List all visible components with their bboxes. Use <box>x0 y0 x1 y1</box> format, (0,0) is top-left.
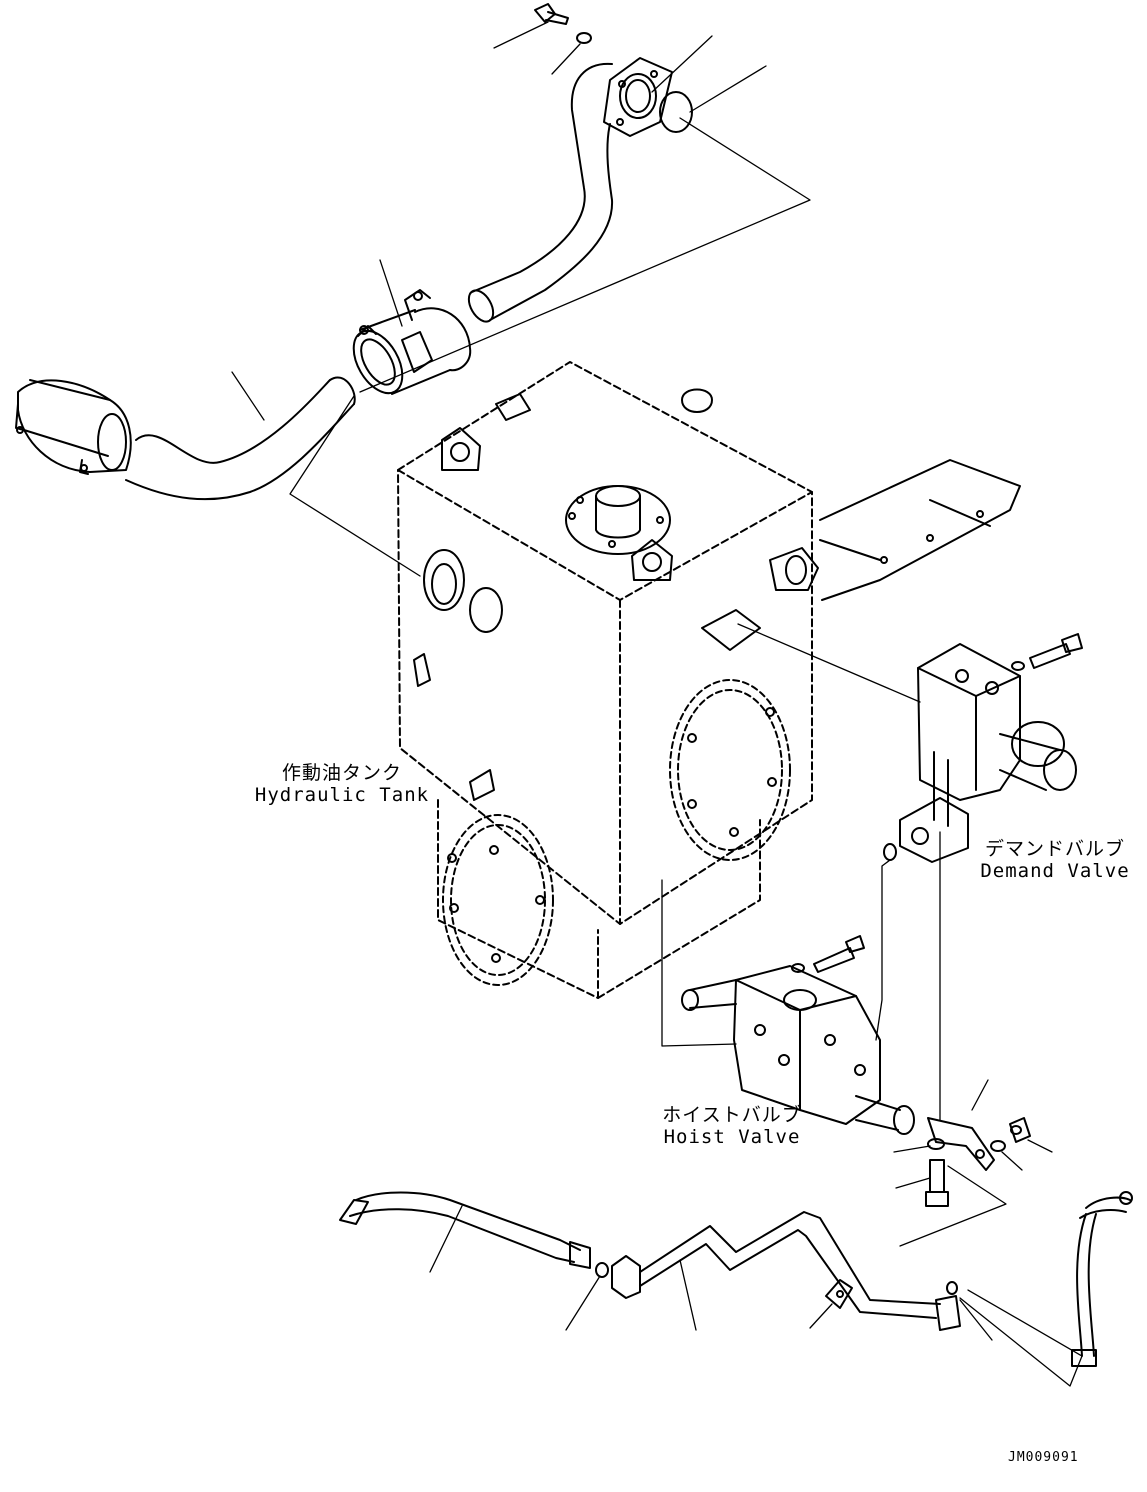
pipe-flange <box>603 57 673 137</box>
demand-valve <box>899 643 1077 863</box>
hydraulic-tank-label: 作動油タンク Hydraulic Tank <box>250 762 434 806</box>
upper-bent-pipe <box>467 62 614 323</box>
bracket-nut <box>990 1117 1031 1152</box>
tank-frame-bracket <box>769 459 1021 601</box>
lower-hose-o-ring <box>595 1262 609 1278</box>
demand-valve-label: デマンドバルブ Demand Valve <box>972 838 1138 882</box>
hoist-valve-label-en: Hoist Valve <box>663 1126 801 1148</box>
tube-end-o-ring <box>946 1281 958 1295</box>
demand-valve-o-ring <box>883 843 897 861</box>
top-washer <box>576 32 592 44</box>
hydraulic-tank <box>397 361 813 999</box>
port-o-ring <box>469 587 503 633</box>
lower-hose <box>339 1191 591 1269</box>
top-bolt <box>534 3 569 25</box>
mounting-bracket <box>927 1117 995 1171</box>
hydraulic-tank-label-jp: 作動油タンク <box>281 762 402 784</box>
hose-end-fitting <box>15 379 132 475</box>
flange-o-ring <box>659 91 693 133</box>
hoist-valve-label-jp: ホイストバルブ <box>662 1104 802 1126</box>
demand-valve-label-en: Demand Valve <box>980 860 1130 882</box>
flexible-hose <box>125 376 356 501</box>
steel-tube <box>611 1211 961 1331</box>
tube-clip <box>825 1279 853 1309</box>
hose-coupling <box>352 289 472 395</box>
drawing-id: JM009091 <box>1008 1450 1079 1465</box>
bracket-bolt <box>925 1138 949 1207</box>
leader-lines <box>231 21 1083 1387</box>
demand-valve-label-jp: デマンドバルブ <box>984 838 1125 860</box>
hoist-valve-label: ホイストバルブ Hoist Valve <box>654 1104 810 1148</box>
hoist-valve-bolt <box>791 935 865 973</box>
hoist-valve <box>681 965 915 1135</box>
demand-valve-bolt <box>1011 633 1083 671</box>
right-hose <box>1071 1191 1133 1367</box>
hydraulic-tank-label-en: Hydraulic Tank <box>254 784 430 806</box>
